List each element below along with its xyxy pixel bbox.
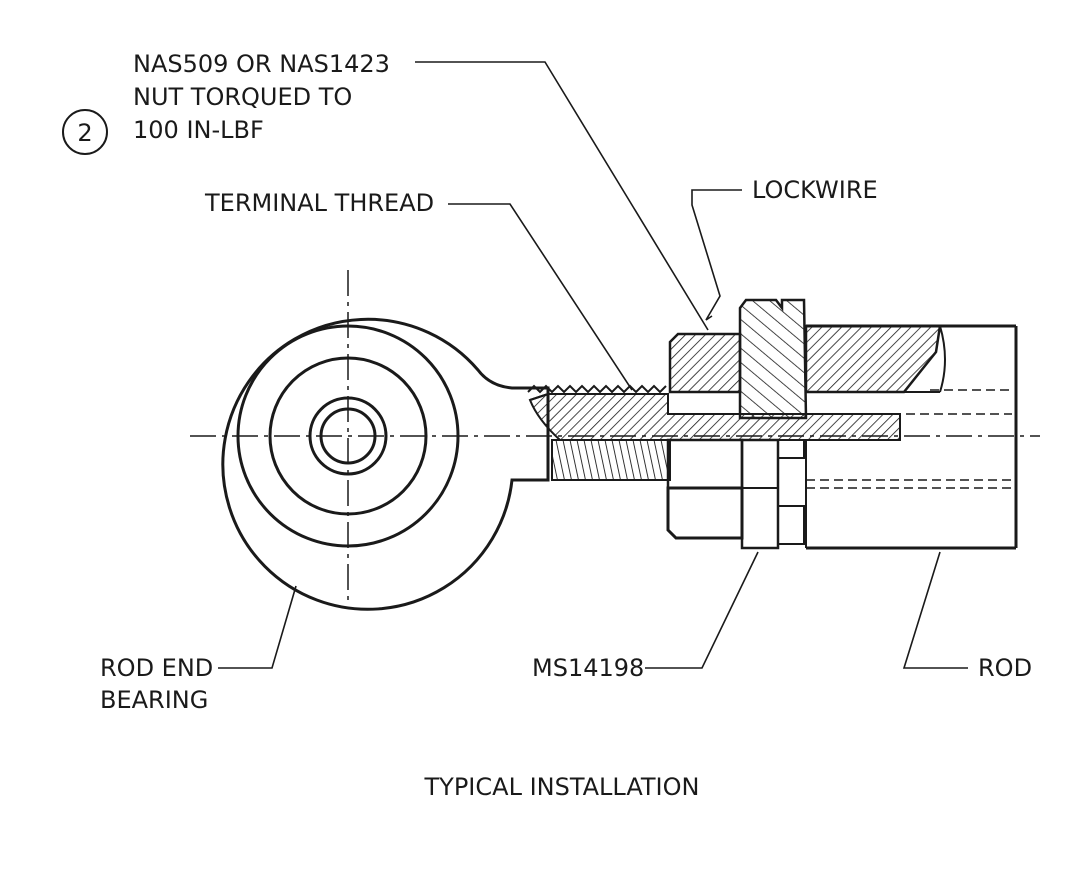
ms14198-label: MS14198 xyxy=(532,654,644,682)
callout-number-badge: 2 xyxy=(62,109,108,155)
rod-end-label-line2: BEARING xyxy=(100,686,208,714)
rod xyxy=(804,324,1018,550)
lock-washer xyxy=(738,298,808,550)
rod-end-bearing xyxy=(221,317,550,611)
nut-label-line2: NUT TORQUED TO xyxy=(133,83,352,111)
callout-number: 2 xyxy=(77,119,92,147)
rod-end-label-line1: ROD END xyxy=(100,654,213,682)
nut-label-line1: NAS509 OR NAS1423 xyxy=(133,50,390,78)
lockwire-label: LOCKWIRE xyxy=(752,176,878,204)
rod-label: ROD xyxy=(978,654,1032,682)
diagram-caption: TYPICAL INSTALLATION xyxy=(424,773,700,801)
terminal-shank xyxy=(527,384,901,481)
nut-label-line3: 100 IN-LBF xyxy=(133,116,264,144)
terminal-thread-label: TERMINAL THREAD xyxy=(204,189,434,217)
leader-lines xyxy=(218,61,968,669)
